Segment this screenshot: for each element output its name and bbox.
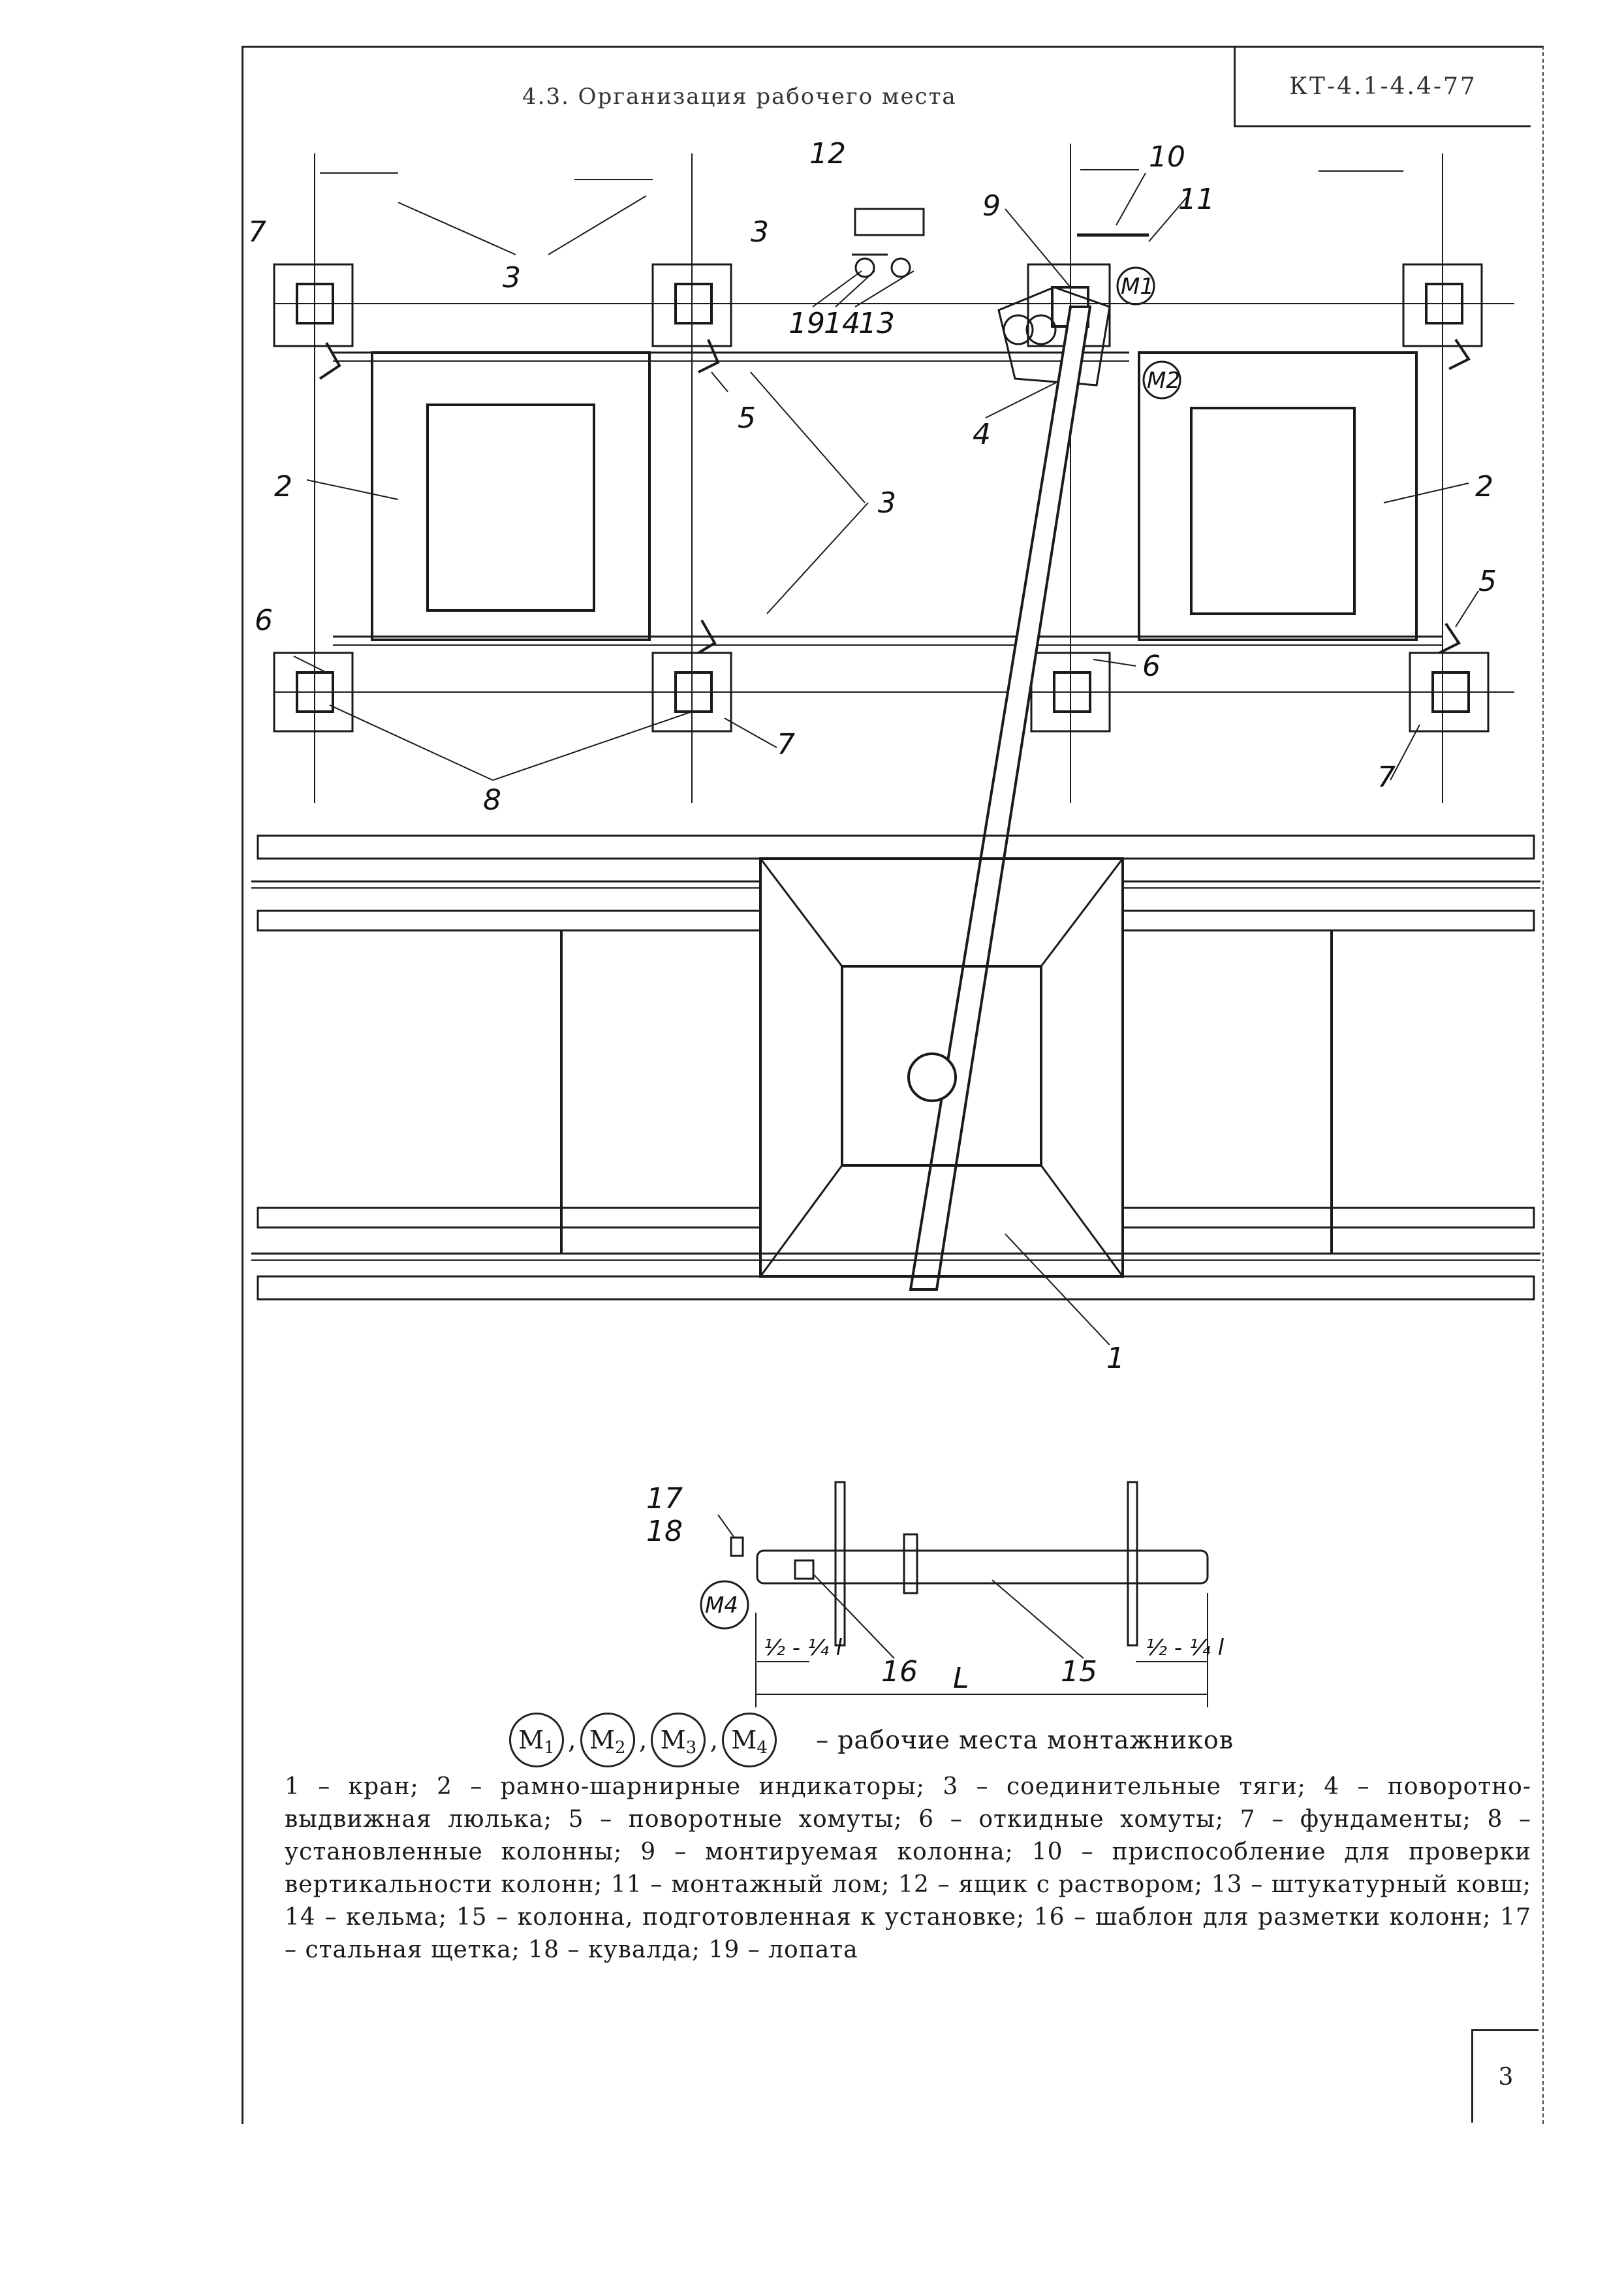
doc-code-box: КТ-4.1-4.4-77 — [1234, 47, 1531, 127]
callout-7a: 7 — [248, 215, 266, 249]
callout-3a: 3 — [751, 215, 769, 249]
callout-2b: 2 — [1475, 470, 1493, 503]
callout-6a: 6 — [255, 604, 273, 637]
callout-16: 16 — [881, 1655, 918, 1688]
marker-m1: M1 — [1121, 274, 1154, 300]
callout-17: 17 — [646, 1482, 683, 1515]
callout-4: 4 — [973, 418, 991, 451]
callout-8: 8 — [483, 783, 501, 817]
marker-m2: M2 — [1147, 368, 1180, 394]
callout-12: 12 — [809, 137, 846, 170]
callout-14: 14 — [824, 307, 860, 340]
callout-3c: 3 — [878, 486, 896, 520]
callout-10: 10 — [1149, 140, 1185, 174]
callout-11: 11 — [1178, 183, 1215, 216]
callout-3b: 3 — [503, 261, 521, 294]
callout-2a: 2 — [274, 470, 292, 503]
callout-7b: 7 — [777, 728, 795, 761]
legend-text: 1 – кран; 2 – рамно-шарнирные индикаторы… — [285, 1773, 1531, 1963]
legend-markers-desc: – рабочие места монтажников — [816, 1726, 1234, 1754]
callout-15: 15 — [1061, 1655, 1097, 1688]
page-number: 3 — [1498, 2063, 1514, 2091]
callout-19: 19 — [789, 307, 825, 340]
callout-1: 1 — [1106, 1342, 1125, 1375]
dimension-right: ½ - ¼ l — [1146, 1635, 1225, 1661]
callout-18: 18 — [646, 1515, 683, 1548]
callout-6b: 6 — [1142, 650, 1161, 683]
page-number-box: 3 — [1471, 2029, 1538, 2123]
callout-7c: 7 — [1377, 761, 1396, 794]
marker-m4: M4 — [705, 1592, 738, 1619]
sheet-frame — [242, 46, 1544, 2124]
page-title: 4.3. Организация рабочего места — [522, 84, 957, 110]
doc-code: КТ-4.1-4.4-77 — [1289, 72, 1477, 100]
callout-5b: 5 — [1478, 565, 1497, 598]
callout-13: 13 — [858, 307, 895, 340]
dimension-L: L — [953, 1662, 969, 1695]
callout-9: 9 — [982, 189, 1001, 223]
callout-5a: 5 — [738, 402, 756, 435]
dimension-left: ½ - ¼ l — [764, 1635, 843, 1661]
